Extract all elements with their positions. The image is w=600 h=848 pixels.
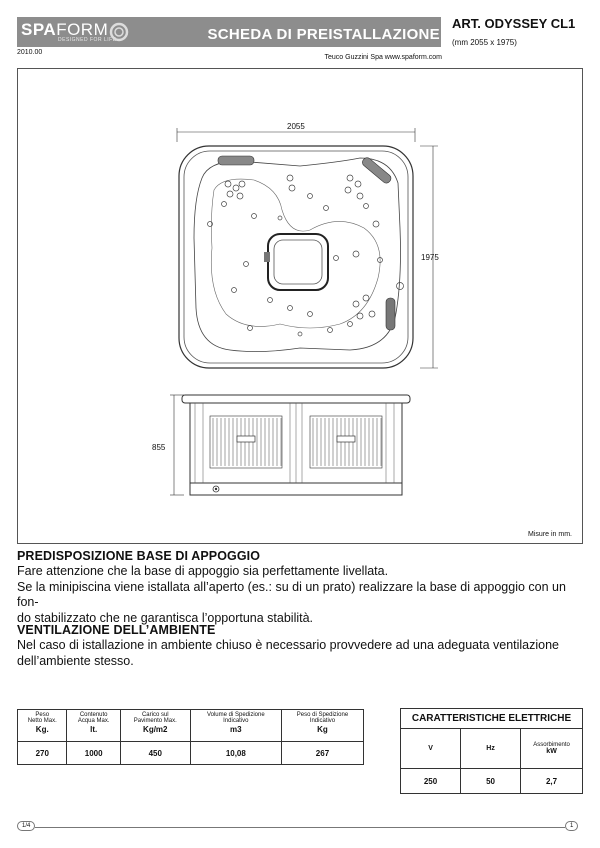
page-indicator-right: 1 <box>565 821 579 831</box>
electrical-title: CARATTERISTICHE ELETTRICHE <box>400 708 583 729</box>
specs-value-cell: 10,08 <box>189 741 282 765</box>
footer-rule <box>35 827 565 828</box>
company-info: Teuco Guzzini Spa www.spaform.com <box>324 54 443 61</box>
header-bar <box>17 17 441 47</box>
specs-value-cell: 267 <box>280 741 365 765</box>
spa-technical-drawing <box>170 128 438 496</box>
electrical-header-volt: V <box>399 728 462 769</box>
drawing-frame <box>17 68 583 544</box>
specs-value-row: 270 1000 450 10,08 267 <box>16 741 365 765</box>
article-size: (mm 2055 x 1975) <box>452 38 517 47</box>
section-heading-ventilation: VENTILAZIONE DELL’AMBIENTE <box>17 623 216 637</box>
brand-tagline: DESIGNED FOR LIFE <box>58 37 117 43</box>
height-dimension: 855 <box>152 443 166 452</box>
electrical-header-hz: Hz <box>460 728 522 769</box>
section-body-ventilation: Nel caso di istallazione in ambiente chi… <box>17 638 560 668</box>
specs-value-cell: 1000 <box>66 741 121 765</box>
page-title: SCHEDA DI PREISTALLAZIONE <box>207 26 440 43</box>
brand-logo: SPAFORM <box>21 20 109 39</box>
specs-value-cell: 270 <box>16 741 68 765</box>
width-dimension: 2055 <box>287 122 305 131</box>
units-note: Misure in mm. <box>528 531 572 538</box>
article-name: ART. ODYSSEY CL1 <box>452 16 576 31</box>
electrical-value-power: 2,7 <box>520 768 583 794</box>
specs-value-cell: 450 <box>119 741 191 765</box>
electrical-table: CARATTERISTICHE ELETTRICHE V Hz Assorbim… <box>399 708 583 794</box>
page-indicator-left: 1/4 <box>17 821 36 831</box>
depth-dimension: 1975 <box>421 253 439 262</box>
document-code: 2010.00 <box>17 49 43 56</box>
section-heading-base: PREDISPOSIZIONE BASE DI APPOGGIO <box>17 549 261 563</box>
electrical-value-volt: 250 <box>399 768 462 794</box>
electrical-value-hz: 50 <box>460 768 522 794</box>
logo-ring-icon <box>109 22 129 42</box>
section-body-base: Fare attenzione che la base di appoggio … <box>17 564 566 625</box>
